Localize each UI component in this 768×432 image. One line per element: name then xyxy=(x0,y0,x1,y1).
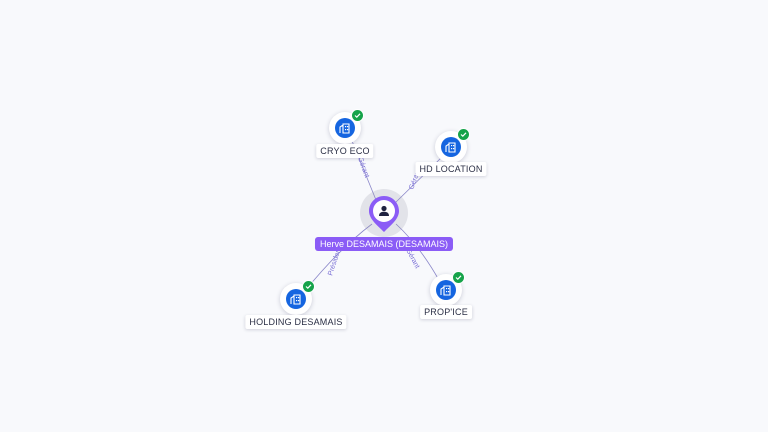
company-node-cryo-eco[interactable] xyxy=(329,109,364,144)
verified-check-icon xyxy=(302,280,315,293)
company-label-hd-location[interactable]: HD LOCATION xyxy=(415,162,487,176)
company-label-holding-desamais[interactable]: HOLDING DESAMAIS xyxy=(245,315,347,329)
verified-check-icon xyxy=(452,271,465,284)
company-building-icon xyxy=(286,289,306,309)
company-building-icon xyxy=(436,280,456,300)
company-label-cryo-eco[interactable]: CRYO ECO xyxy=(316,144,374,158)
verified-check-icon xyxy=(457,128,470,141)
person-node[interactable] xyxy=(360,189,408,237)
edge-propice xyxy=(395,223,441,283)
company-node-holding-desamais[interactable] xyxy=(280,280,315,315)
company-label-propice[interactable]: PROP'ICE xyxy=(420,305,472,319)
person-icon xyxy=(369,196,399,232)
company-building-icon xyxy=(335,118,355,138)
company-building-icon xyxy=(441,137,461,157)
edge-label-cryo-eco: Gérant xyxy=(356,156,370,179)
company-node-hd-location[interactable] xyxy=(435,128,470,163)
verified-check-icon xyxy=(351,109,364,122)
person-label[interactable]: Herve DESAMAIS (DESAMAIS) xyxy=(314,237,454,251)
company-node-propice[interactable] xyxy=(430,271,465,306)
